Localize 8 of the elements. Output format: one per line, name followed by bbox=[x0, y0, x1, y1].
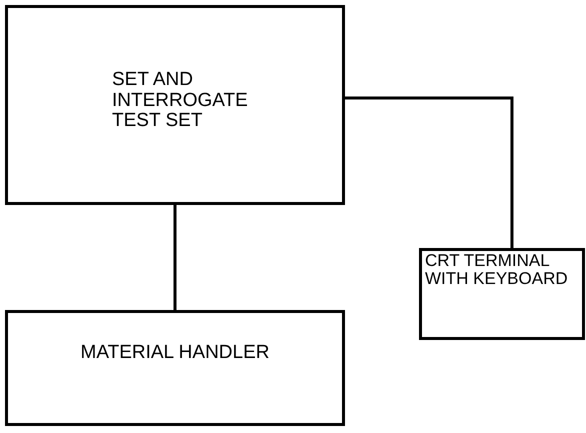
box-label: SET AND INTERROGATE TEST SET bbox=[112, 70, 249, 132]
box-label: CRT TERMINAL WITH KEYBOARD bbox=[425, 252, 569, 289]
connector-line bbox=[345, 96, 514, 248]
process-box bbox=[5, 310, 345, 426]
box-label: MATERIAL HANDLER bbox=[80, 343, 270, 364]
connector-line bbox=[174, 205, 176, 310]
process-box bbox=[5, 5, 345, 205]
process-box bbox=[419, 248, 585, 340]
